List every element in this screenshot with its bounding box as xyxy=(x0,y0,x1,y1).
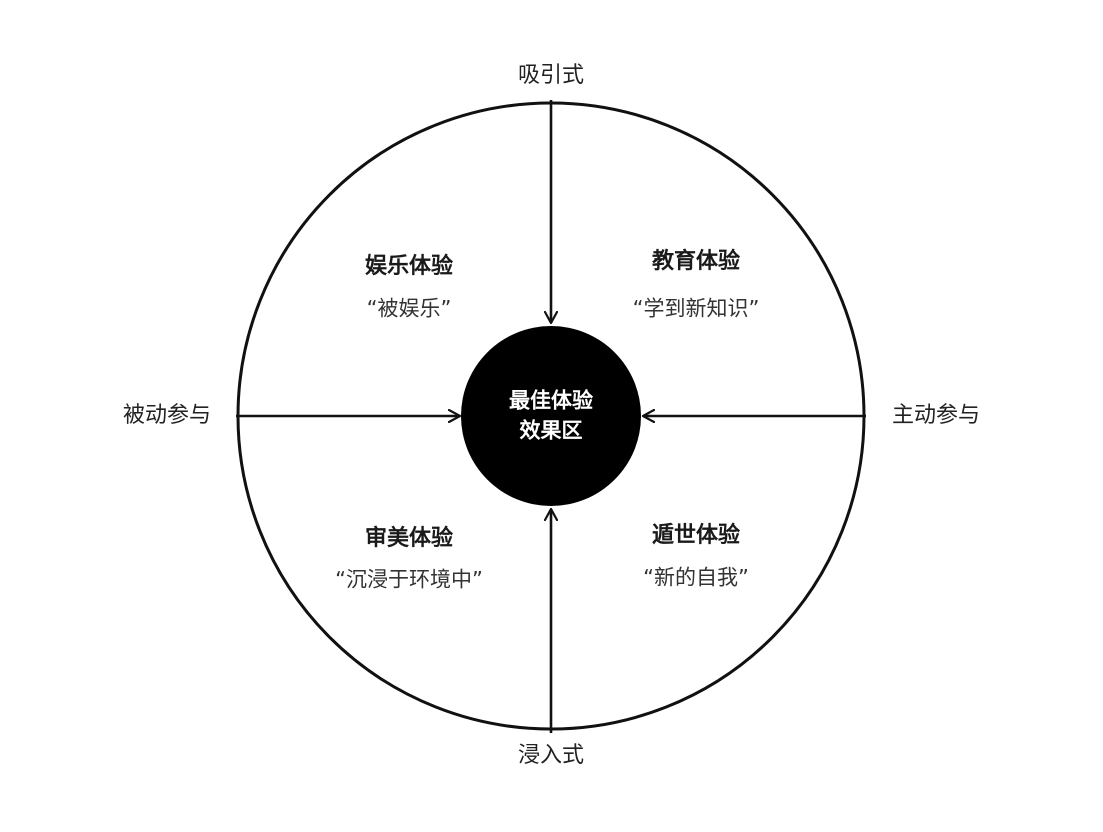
quadrant-bottom-left-title: 审美体验 xyxy=(364,526,454,551)
axis-label-bottom: 浸入式 xyxy=(517,743,585,768)
center-label-line2: 效果区 xyxy=(519,419,583,443)
quadrant-bottom-right-quote: “新的自我” xyxy=(643,565,749,590)
quadrant-top-left-quote: “被娱乐” xyxy=(366,296,452,321)
center-label: 最佳体验 效果区 xyxy=(509,386,593,447)
axis-label-left: 被动参与 xyxy=(122,403,212,428)
axis-label-right: 主动参与 xyxy=(891,403,981,428)
quadrant-top-left-title: 娱乐体验 xyxy=(364,254,454,279)
axis-label-top: 吸引式 xyxy=(517,63,585,88)
center-circle xyxy=(461,326,641,506)
quadrant-bottom-left-quote: “沉浸于环境中” xyxy=(335,567,483,592)
quadrant-bottom-right-title: 遁世体验 xyxy=(651,523,741,548)
quadrant-top-right-quote: “学到新知识” xyxy=(632,296,760,321)
center-label-line1: 最佳体验 xyxy=(509,388,593,413)
quadrant-top-right-title: 教育体验 xyxy=(651,249,741,274)
